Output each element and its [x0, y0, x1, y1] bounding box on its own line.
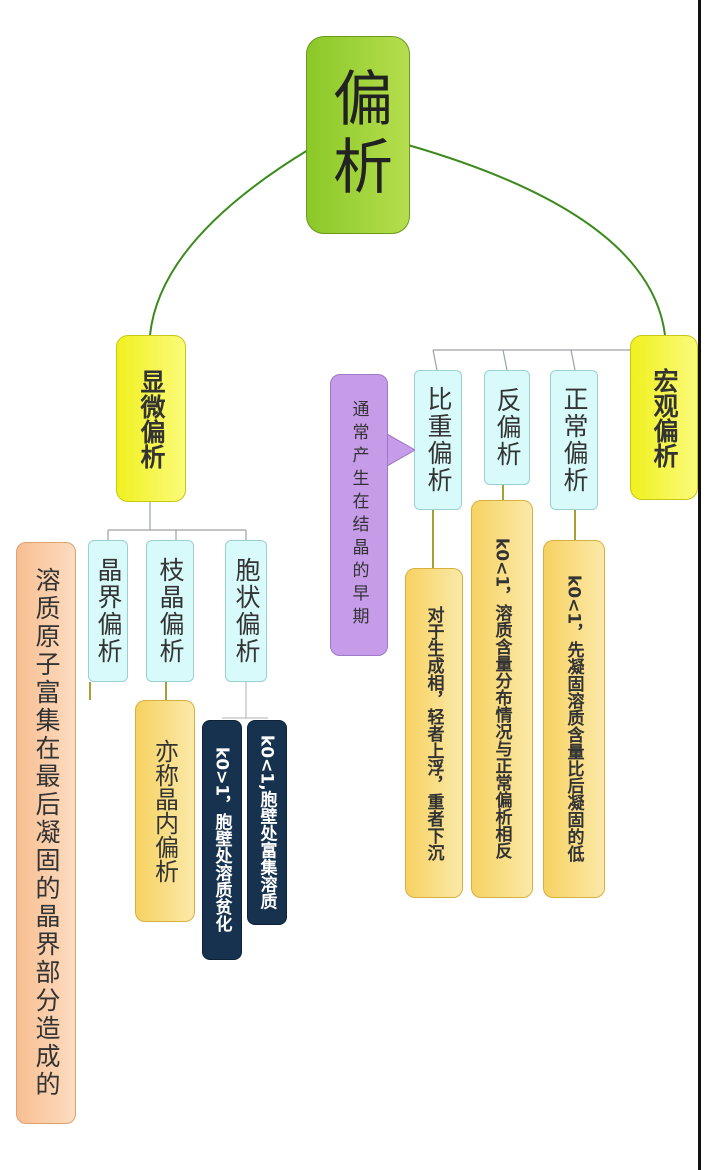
note-jingjie: 溶质原子富集在最后凝固的晶界部分造成的 — [16, 542, 76, 1124]
node-jingjie[interactable]: 晶界偏析 — [88, 540, 128, 682]
branch-macro-label: 宏观偏析 — [650, 367, 679, 468]
root-node[interactable]: 偏析 — [306, 36, 410, 234]
node-fan-label: 反偏析 — [493, 387, 522, 468]
node-bizhong[interactable]: 比重偏析 — [414, 370, 462, 510]
root-label: 偏析 — [322, 67, 393, 203]
note-zhijing: 亦称晶内偏析 — [135, 700, 195, 922]
node-baozhuang-label: 胞状偏析 — [232, 557, 261, 665]
note-bizhong-text: 对于生成相，轻者上浮，重者下沉 — [423, 605, 444, 861]
node-zhijing[interactable]: 枝晶偏析 — [146, 540, 194, 682]
callout-bizhong: 通常产生在结晶的早期 — [330, 374, 388, 656]
connector-root-macro — [407, 144, 666, 336]
connector-macro-zhengchang — [570, 349, 576, 371]
node-fan[interactable]: 反偏析 — [484, 370, 530, 485]
node-zhijing-label: 枝晶偏析 — [156, 557, 185, 665]
note-jingjie-text: 溶质原子富集在最后凝固的晶界部分造成的 — [32, 567, 61, 1099]
branch-micro-label: 显微偏析 — [137, 368, 166, 469]
note-baozhuang-1: k0<1,胞壁处富集溶质 — [247, 720, 287, 925]
connector-macro-fan — [502, 349, 508, 371]
node-baozhuang[interactable]: 胞状偏析 — [225, 540, 267, 682]
connector-root-micro — [149, 149, 309, 336]
note-baozhuang-2: k0>1，胞壁处溶质贫化 — [202, 720, 242, 960]
note-fan-text: k0<1，溶质含量分布情况与正常偏析相反 — [491, 538, 512, 860]
callout-bizhong-text: 通常产生在结晶的早期 — [348, 400, 369, 630]
node-jingjie-label: 晶界偏析 — [94, 557, 123, 665]
note-zhengchang: k0<1，先凝固溶质含量比后凝固的低 — [543, 540, 605, 898]
branch-macro[interactable]: 宏观偏析 — [630, 335, 698, 500]
connector-note-baozhuang — [222, 682, 268, 719]
page-edge-line — [698, 0, 701, 1170]
callout-pointer — [387, 433, 415, 467]
note-zhijing-text: 亦称晶内偏析 — [150, 739, 179, 883]
node-bizhong-label: 比重偏析 — [424, 386, 453, 494]
note-zhengchang-text: k0<1，先凝固溶质含量比后凝固的低 — [563, 575, 584, 863]
note-fan: k0<1，溶质含量分布情况与正常偏析相反 — [471, 500, 533, 898]
node-zhengchang-label: 正常偏析 — [560, 386, 589, 494]
note-baozhuang-1-text: k0<1,胞壁处富集溶质 — [256, 735, 277, 910]
node-zhengchang[interactable]: 正常偏析 — [550, 370, 598, 510]
connector-macro-bizhong — [432, 349, 438, 371]
note-bizhong: 对于生成相，轻者上浮，重者下沉 — [405, 568, 463, 898]
note-baozhuang-2-text: k0>1，胞壁处溶质贫化 — [211, 747, 232, 933]
branch-micro[interactable]: 显微偏析 — [116, 335, 186, 502]
